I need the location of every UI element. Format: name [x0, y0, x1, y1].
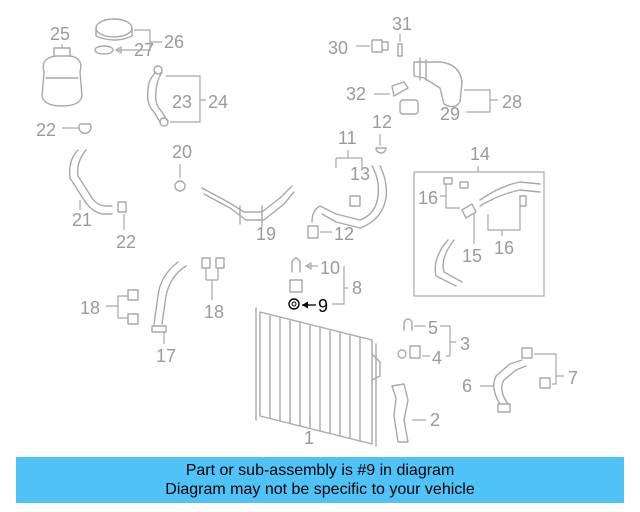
callout-22a: 22	[36, 120, 56, 140]
callout-14: 14	[470, 144, 490, 164]
callout-7: 7	[568, 368, 578, 388]
callout-20: 20	[172, 142, 192, 162]
callout-8: 8	[352, 278, 362, 298]
callout-18a: 18	[80, 298, 100, 318]
callout-6: 6	[462, 376, 472, 396]
callout-22b: 22	[116, 232, 136, 252]
callout-16b: 16	[494, 238, 514, 258]
reservoir-cap	[94, 18, 133, 55]
hose-21	[68, 149, 113, 215]
hose-6	[493, 359, 527, 413]
callout-28: 28	[502, 92, 522, 112]
coolant-reservoir	[41, 47, 83, 107]
bracket-2	[391, 383, 409, 443]
callout-24: 24	[208, 92, 228, 112]
callout-5: 5	[428, 318, 438, 338]
callout-29: 29	[440, 104, 460, 124]
callout-12b: 12	[334, 224, 354, 244]
hose-kit-15	[434, 177, 541, 287]
callout-11: 11	[338, 128, 357, 148]
part-9-o-ring	[288, 298, 300, 310]
gasket-29	[399, 99, 419, 115]
banner-line-1: Part or sub-assembly is #9 in diagram	[185, 462, 455, 479]
callout-19: 19	[256, 224, 276, 244]
callout-25: 25	[50, 24, 70, 44]
callout-3: 3	[460, 334, 470, 354]
hose-17	[151, 261, 187, 333]
callout-9-highlighted: 9	[318, 296, 328, 316]
radiator	[255, 307, 381, 447]
hose-23	[146, 65, 169, 127]
callout-10: 10	[320, 258, 340, 278]
callout-4: 4	[432, 348, 442, 368]
callout-26: 26	[164, 32, 184, 52]
callout-1: 1	[304, 428, 314, 448]
callout-18b: 18	[204, 302, 224, 322]
callout-21: 21	[72, 210, 92, 230]
coolant-flange	[413, 57, 463, 108]
callout-23: 23	[172, 92, 192, 112]
callout-12a: 12	[372, 112, 392, 132]
banner-line-2: Diagram may not be specific to your vehi…	[165, 481, 475, 498]
callout-2: 2	[430, 410, 440, 430]
callout-31: 31	[392, 14, 412, 34]
coolant-pipe-19	[201, 185, 295, 227]
callout-17: 17	[156, 346, 176, 366]
parts-diagram: 25 26 27 23 24 22 21 22 20 19 30	[36, 14, 578, 448]
callout-32: 32	[346, 84, 366, 104]
info-banner: Part or sub-assembly is #9 in diagram Di…	[16, 457, 624, 503]
callout-13: 13	[350, 164, 370, 184]
hose-11	[311, 165, 388, 229]
callout-30: 30	[328, 38, 348, 58]
callout-15: 15	[462, 246, 482, 266]
callout-16a: 16	[418, 188, 438, 208]
